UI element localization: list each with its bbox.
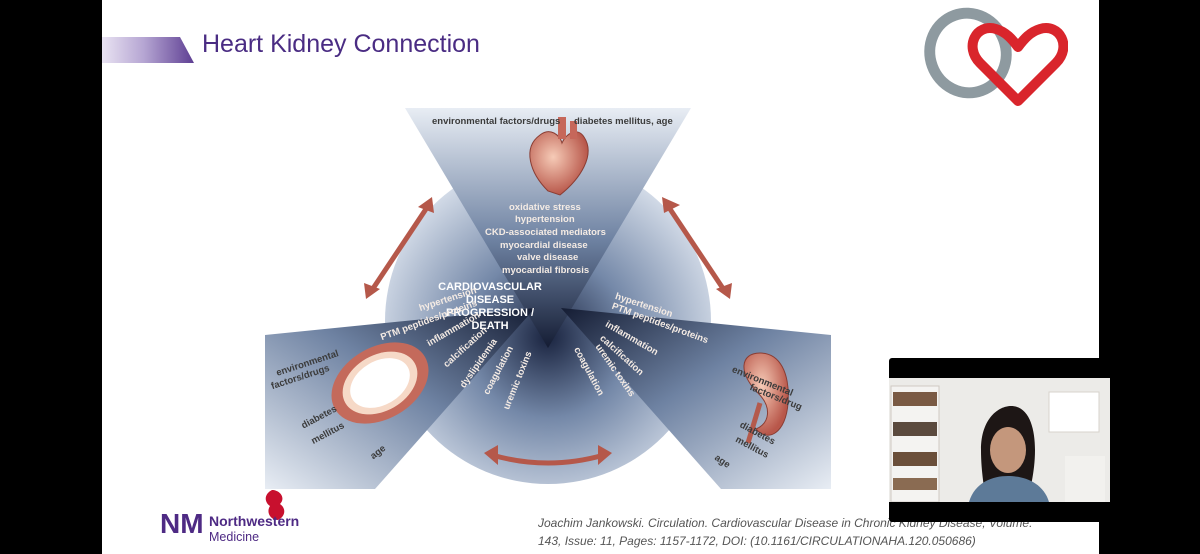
logo-mark: NM	[160, 508, 204, 539]
presentation-slide: Heart Kidney Connection	[102, 0, 1099, 554]
mediator-label: valve disease	[517, 252, 579, 263]
heart-kidney-logo-icon	[924, 7, 1068, 106]
center-outcome-label: CARDIOVASCULAR DISEASE PROGRESSION / DEA…	[423, 281, 557, 333]
participant-video-feed	[889, 378, 1110, 502]
mediator-label: myocardial disease	[500, 240, 588, 251]
diagram-top-left-label: environmental factors/drugs	[432, 116, 561, 127]
logo-text-line-1: Northwestern	[209, 513, 300, 529]
logo-text-line-2: Medicine	[209, 530, 260, 544]
participant-video-tile[interactable]	[889, 358, 1110, 522]
northwestern-medicine-logo-icon: NM	[160, 490, 285, 539]
center-line: DEATH	[471, 320, 509, 332]
mediator-label: hypertension	[515, 214, 575, 225]
diagram-top-right-label: diabetes mellitus, age	[574, 116, 673, 127]
video-frame-image	[889, 378, 1110, 502]
slide-title: Heart Kidney Connection	[202, 30, 480, 58]
center-line: DISEASE	[465, 294, 515, 306]
mediator-label: oxidative stress	[509, 202, 581, 213]
mediator-label: CKD-associated mediators	[485, 227, 606, 238]
center-line: PROGRESSION /	[445, 307, 535, 319]
cardiorenal-diagram	[265, 108, 831, 489]
mediator-label: myocardial fibrosis	[502, 265, 590, 276]
title-accent-bar	[102, 37, 194, 63]
center-line: CARDIOVASCULAR	[438, 281, 542, 293]
